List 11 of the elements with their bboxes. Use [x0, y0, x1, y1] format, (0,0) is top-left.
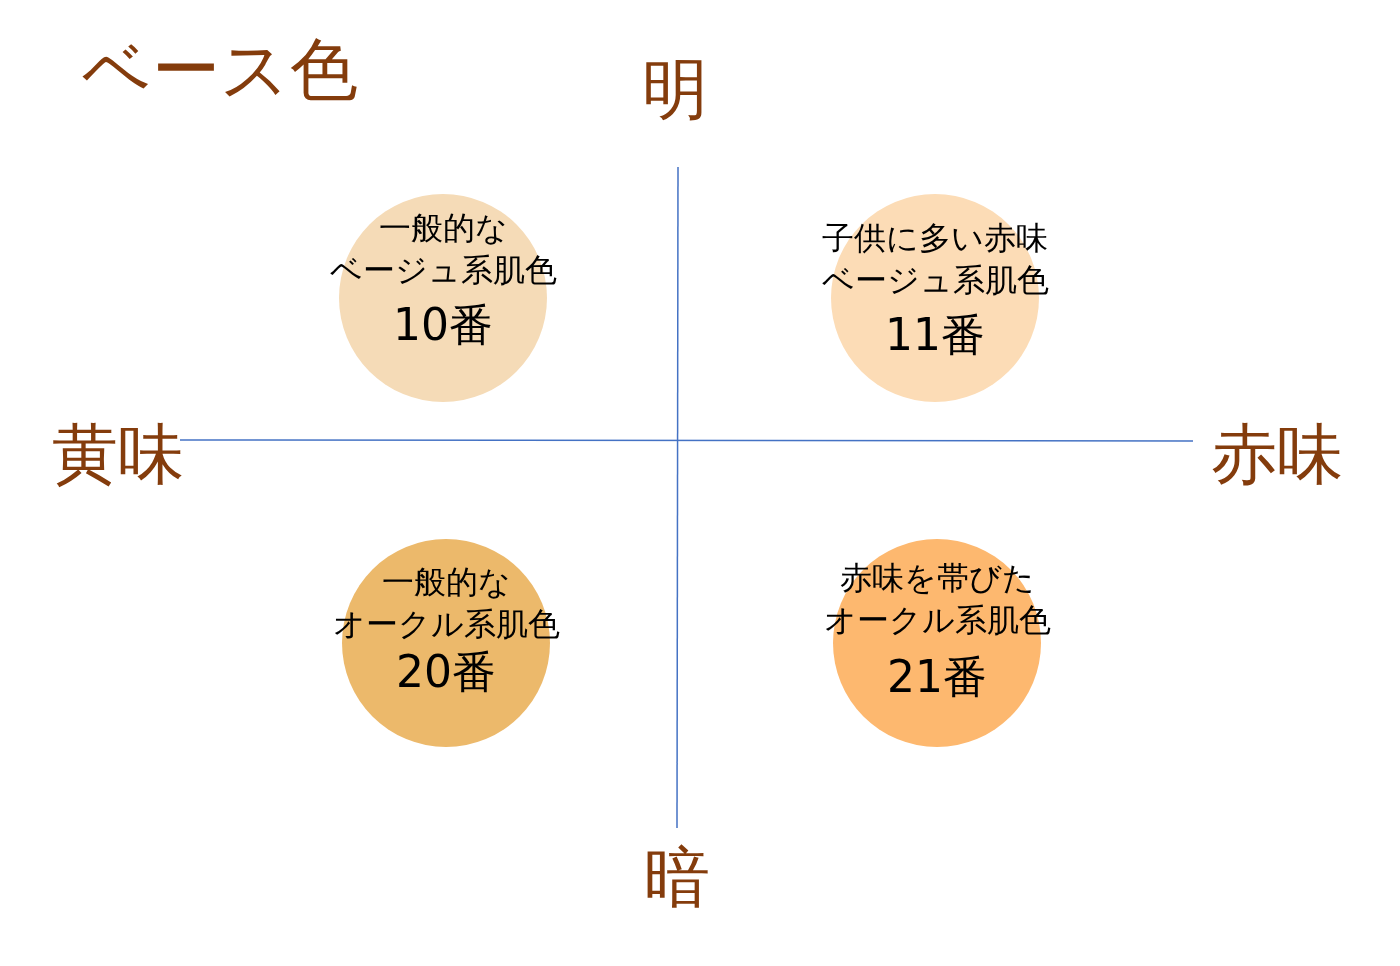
shade-number: 21番	[886, 652, 988, 702]
shade-number: 11番	[884, 310, 986, 360]
tone-description: 一般的なベージュ系肌色	[328, 208, 558, 291]
tone-description: 子供に多い赤味ベージュ系肌色	[820, 218, 1050, 301]
axis-label: 赤味	[1211, 422, 1343, 488]
axis-label: 黄味	[52, 422, 184, 488]
shade-number: 10番	[392, 300, 494, 350]
axis-label: 明	[642, 57, 708, 123]
axis-label: 暗	[644, 845, 710, 911]
title: ベース色	[82, 36, 358, 104]
shade-number: 20番	[395, 647, 497, 697]
